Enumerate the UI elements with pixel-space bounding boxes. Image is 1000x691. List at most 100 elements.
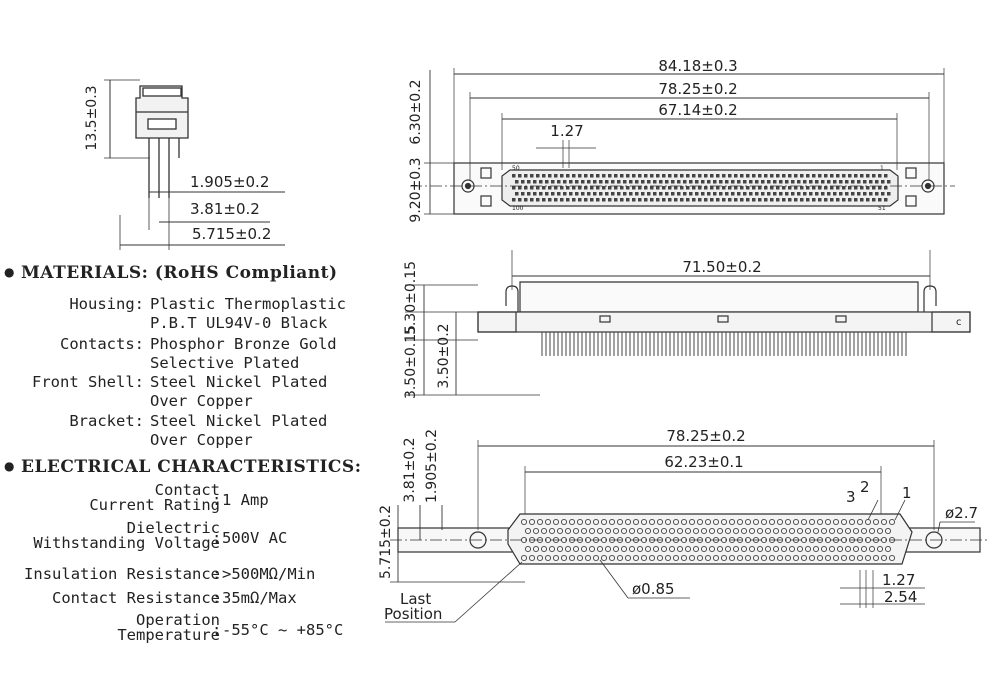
contact-pin (599, 192, 603, 196)
contact-pin (860, 186, 864, 190)
pcb-hole (836, 545, 844, 553)
contact-pin (827, 192, 831, 196)
pcb-hole (536, 554, 544, 562)
pcb-hole (848, 554, 856, 562)
contact-pin (851, 192, 855, 196)
contact-pin (884, 198, 888, 202)
contact-pin (710, 198, 714, 202)
contact-pin (659, 180, 663, 184)
pcb-hole (760, 554, 768, 562)
contact-pin (626, 174, 630, 178)
pcb-hole (752, 536, 760, 544)
pcb-hole (632, 536, 640, 544)
contact-pin (683, 192, 687, 196)
pcb-hole (700, 545, 708, 553)
contact-pin (704, 186, 708, 190)
front-dim-tail-inner: 3.50±0.2 (436, 323, 452, 388)
contact-pin (668, 186, 672, 190)
contact-pin (587, 180, 591, 184)
pcb-hole (724, 545, 732, 553)
contact-pin (809, 192, 813, 196)
contact-pin (671, 180, 675, 184)
contact-pin (833, 192, 837, 196)
front-dim-tail-outer: 3.50±0.15 (403, 325, 419, 399)
contact-pin (647, 180, 651, 184)
pcb-hole (520, 554, 528, 562)
pcb-hole (576, 554, 584, 562)
contact-pin (578, 186, 582, 190)
pcb-hole (520, 518, 528, 526)
pcb-hole (852, 545, 860, 553)
front-view-pins (541, 332, 907, 356)
pcb-hole (768, 518, 776, 526)
pcb-hole (736, 536, 744, 544)
contact-pin (674, 198, 678, 202)
pcb-hole (684, 545, 692, 553)
pcb-hole (776, 518, 784, 526)
contact-pin (803, 192, 807, 196)
side-pitch-dim-3: 5.715±0.2 (192, 225, 271, 243)
contact-pin (542, 198, 546, 202)
contact-pin (566, 198, 570, 202)
pcb-hole (556, 527, 564, 535)
pcb-hole (732, 545, 740, 553)
contact-pin (824, 198, 828, 202)
pcb-hole (524, 545, 532, 553)
pcb-hole (640, 554, 648, 562)
contact-pin (716, 174, 720, 178)
contact-pin (728, 198, 732, 202)
pcb-hole (648, 518, 656, 526)
contact-pin (548, 198, 552, 202)
contact-pin (524, 198, 528, 202)
contact-pin (752, 198, 756, 202)
bottom-dim-row-b: 1.905±0.2 (424, 429, 440, 503)
contact-pin (767, 180, 771, 184)
contact-pin (542, 186, 546, 190)
pcb-hole (688, 554, 696, 562)
contact-pin (848, 186, 852, 190)
contact-pin (884, 174, 888, 178)
pcb-hole (612, 527, 620, 535)
contact-pin (815, 192, 819, 196)
contact-pin (818, 186, 822, 190)
pin-number: 2 (860, 478, 870, 496)
contact-pin (557, 180, 561, 184)
contact-pin (821, 192, 825, 196)
pcb-hole (744, 554, 752, 562)
pcb-hole (696, 536, 704, 544)
electrical-label: Operation (136, 611, 220, 629)
side-pitch-dim-1: 1.905±0.2 (190, 173, 269, 191)
pcb-hole (832, 536, 840, 544)
side-height-dim: 13.5±0.3 (84, 85, 100, 150)
contact-pin (680, 198, 684, 202)
pcb-hole (544, 518, 552, 526)
contact-pin (815, 180, 819, 184)
contact-pin (701, 180, 705, 184)
contact-pin (722, 174, 726, 178)
contact-pin (620, 198, 624, 202)
contact-pin (872, 174, 876, 178)
pcb-hole (688, 518, 696, 526)
side-view-drawing: 13.5±0.3 1.905±0.2 3.81±0.2 5.715±0.2 (84, 79, 285, 250)
material-value: Steel Nickel Plated (150, 373, 328, 391)
contact-pin (515, 192, 519, 196)
pcb-hole (760, 536, 768, 544)
contact-pin (740, 198, 744, 202)
contact-pin (764, 198, 768, 202)
contact-pin (821, 180, 825, 184)
contact-pin (590, 198, 594, 202)
contact-pin (659, 192, 663, 196)
pcb-hole (720, 518, 728, 526)
contact-pin (806, 186, 810, 190)
contact-pin (719, 180, 723, 184)
contact-pin (734, 186, 738, 190)
pcb-hole (812, 545, 820, 553)
pcb-hole (592, 518, 600, 526)
pcb-hole (576, 518, 584, 526)
pcb-hole (624, 518, 632, 526)
electrical-label: Contact (154, 481, 220, 499)
pcb-hole (692, 545, 700, 553)
contact-pin (866, 174, 870, 178)
pcb-hole (580, 527, 588, 535)
pcb-hole (876, 527, 884, 535)
